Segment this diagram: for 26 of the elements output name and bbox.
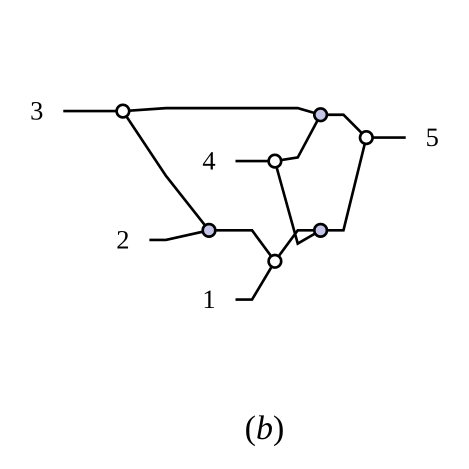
connector [278, 228, 314, 257]
node-text: 3 [30, 96, 44, 126]
connector [63, 109, 117, 112]
node-text: 5 [426, 122, 439, 152]
connector [129, 106, 315, 114]
node-circle [358, 130, 374, 145]
connector [372, 136, 406, 139]
node-circle [115, 103, 131, 118]
connector [125, 115, 206, 226]
node-circle [201, 222, 217, 238]
node-text: 1 [202, 284, 216, 314]
connector [275, 166, 316, 246]
node-circle [312, 106, 328, 122]
connector [236, 159, 269, 162]
node-circle [312, 222, 328, 238]
node-circle [267, 253, 283, 269]
connector [326, 113, 363, 134]
connector [149, 230, 204, 241]
panel-label: (b) [244, 410, 284, 447]
connector [326, 143, 366, 232]
node-text: 4 [202, 146, 216, 176]
connector [280, 119, 319, 162]
node-circle [267, 153, 283, 168]
connector [215, 228, 272, 257]
connector [236, 266, 273, 301]
node-text: 2 [116, 224, 130, 254]
